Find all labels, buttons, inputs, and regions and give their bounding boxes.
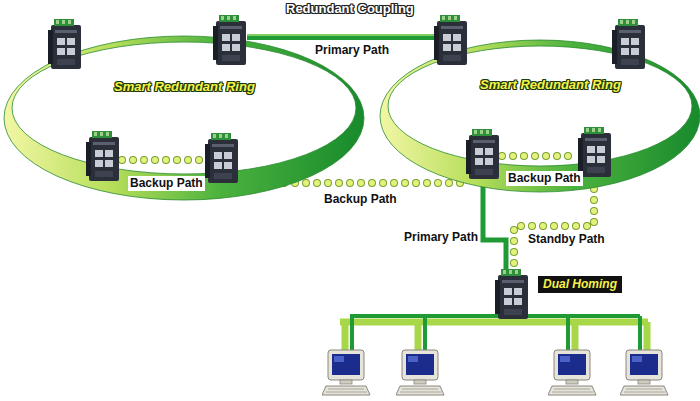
switch-device — [48, 19, 81, 69]
path-label: Primary Path — [402, 230, 480, 245]
pc-icon — [322, 350, 370, 395]
ring-band-shape — [380, 40, 700, 192]
pc-icon — [620, 350, 668, 395]
primary-path-line — [483, 178, 506, 270]
backup-paths — [122, 156, 594, 270]
lan-bus-dark — [350, 316, 640, 350]
switch-device — [86, 131, 119, 181]
switch-device — [466, 129, 499, 179]
path-label: Primary Path — [313, 43, 391, 58]
dual-homing-tag: Dual Homing — [538, 276, 622, 293]
backup-path-dots — [122, 156, 205, 164]
switch-device — [578, 127, 611, 177]
backup-path-dots — [502, 153, 578, 159]
path-label: Backup Path — [506, 171, 583, 186]
lan-bus-light — [340, 318, 648, 350]
backup-path-dots — [502, 152, 578, 160]
switch-device — [495, 269, 528, 319]
lan-bus — [340, 316, 648, 350]
switch-device — [205, 133, 238, 183]
ring-title: Smart Redundant Ring — [114, 79, 255, 94]
switch-device — [434, 15, 467, 65]
pc-icon — [396, 350, 444, 395]
coupling-title: Redundant Coupling — [284, 1, 416, 16]
path-label: Standby Path — [526, 232, 607, 247]
backup-path-dots — [122, 157, 205, 163]
primary-path-highlight — [247, 34, 436, 36]
switch-device — [612, 19, 645, 69]
path-label: Backup Path — [322, 192, 399, 207]
ring-title: Smart Redundant Ring — [480, 77, 621, 92]
path-label: Backup Path — [128, 176, 205, 191]
switch-device — [213, 15, 246, 65]
pc-icon — [548, 350, 596, 395]
primary-path-line — [247, 34, 436, 40]
